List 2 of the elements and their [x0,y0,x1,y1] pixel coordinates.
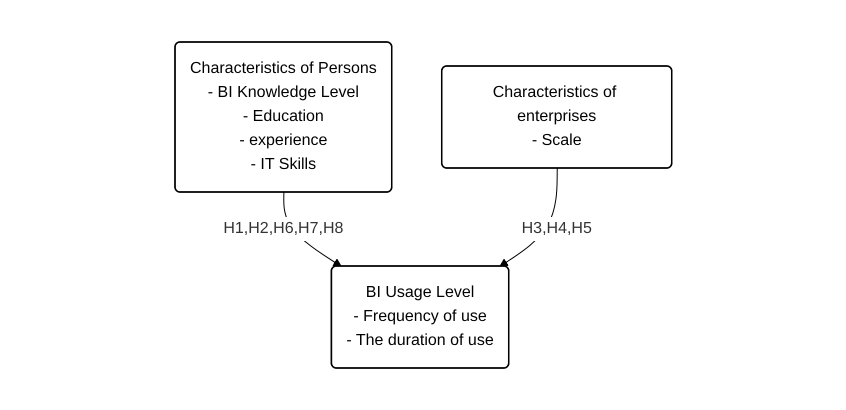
edge-label: H3,H4,H5 [521,220,592,237]
edge-label: H1,H2,H6,H7,H8 [222,220,344,237]
